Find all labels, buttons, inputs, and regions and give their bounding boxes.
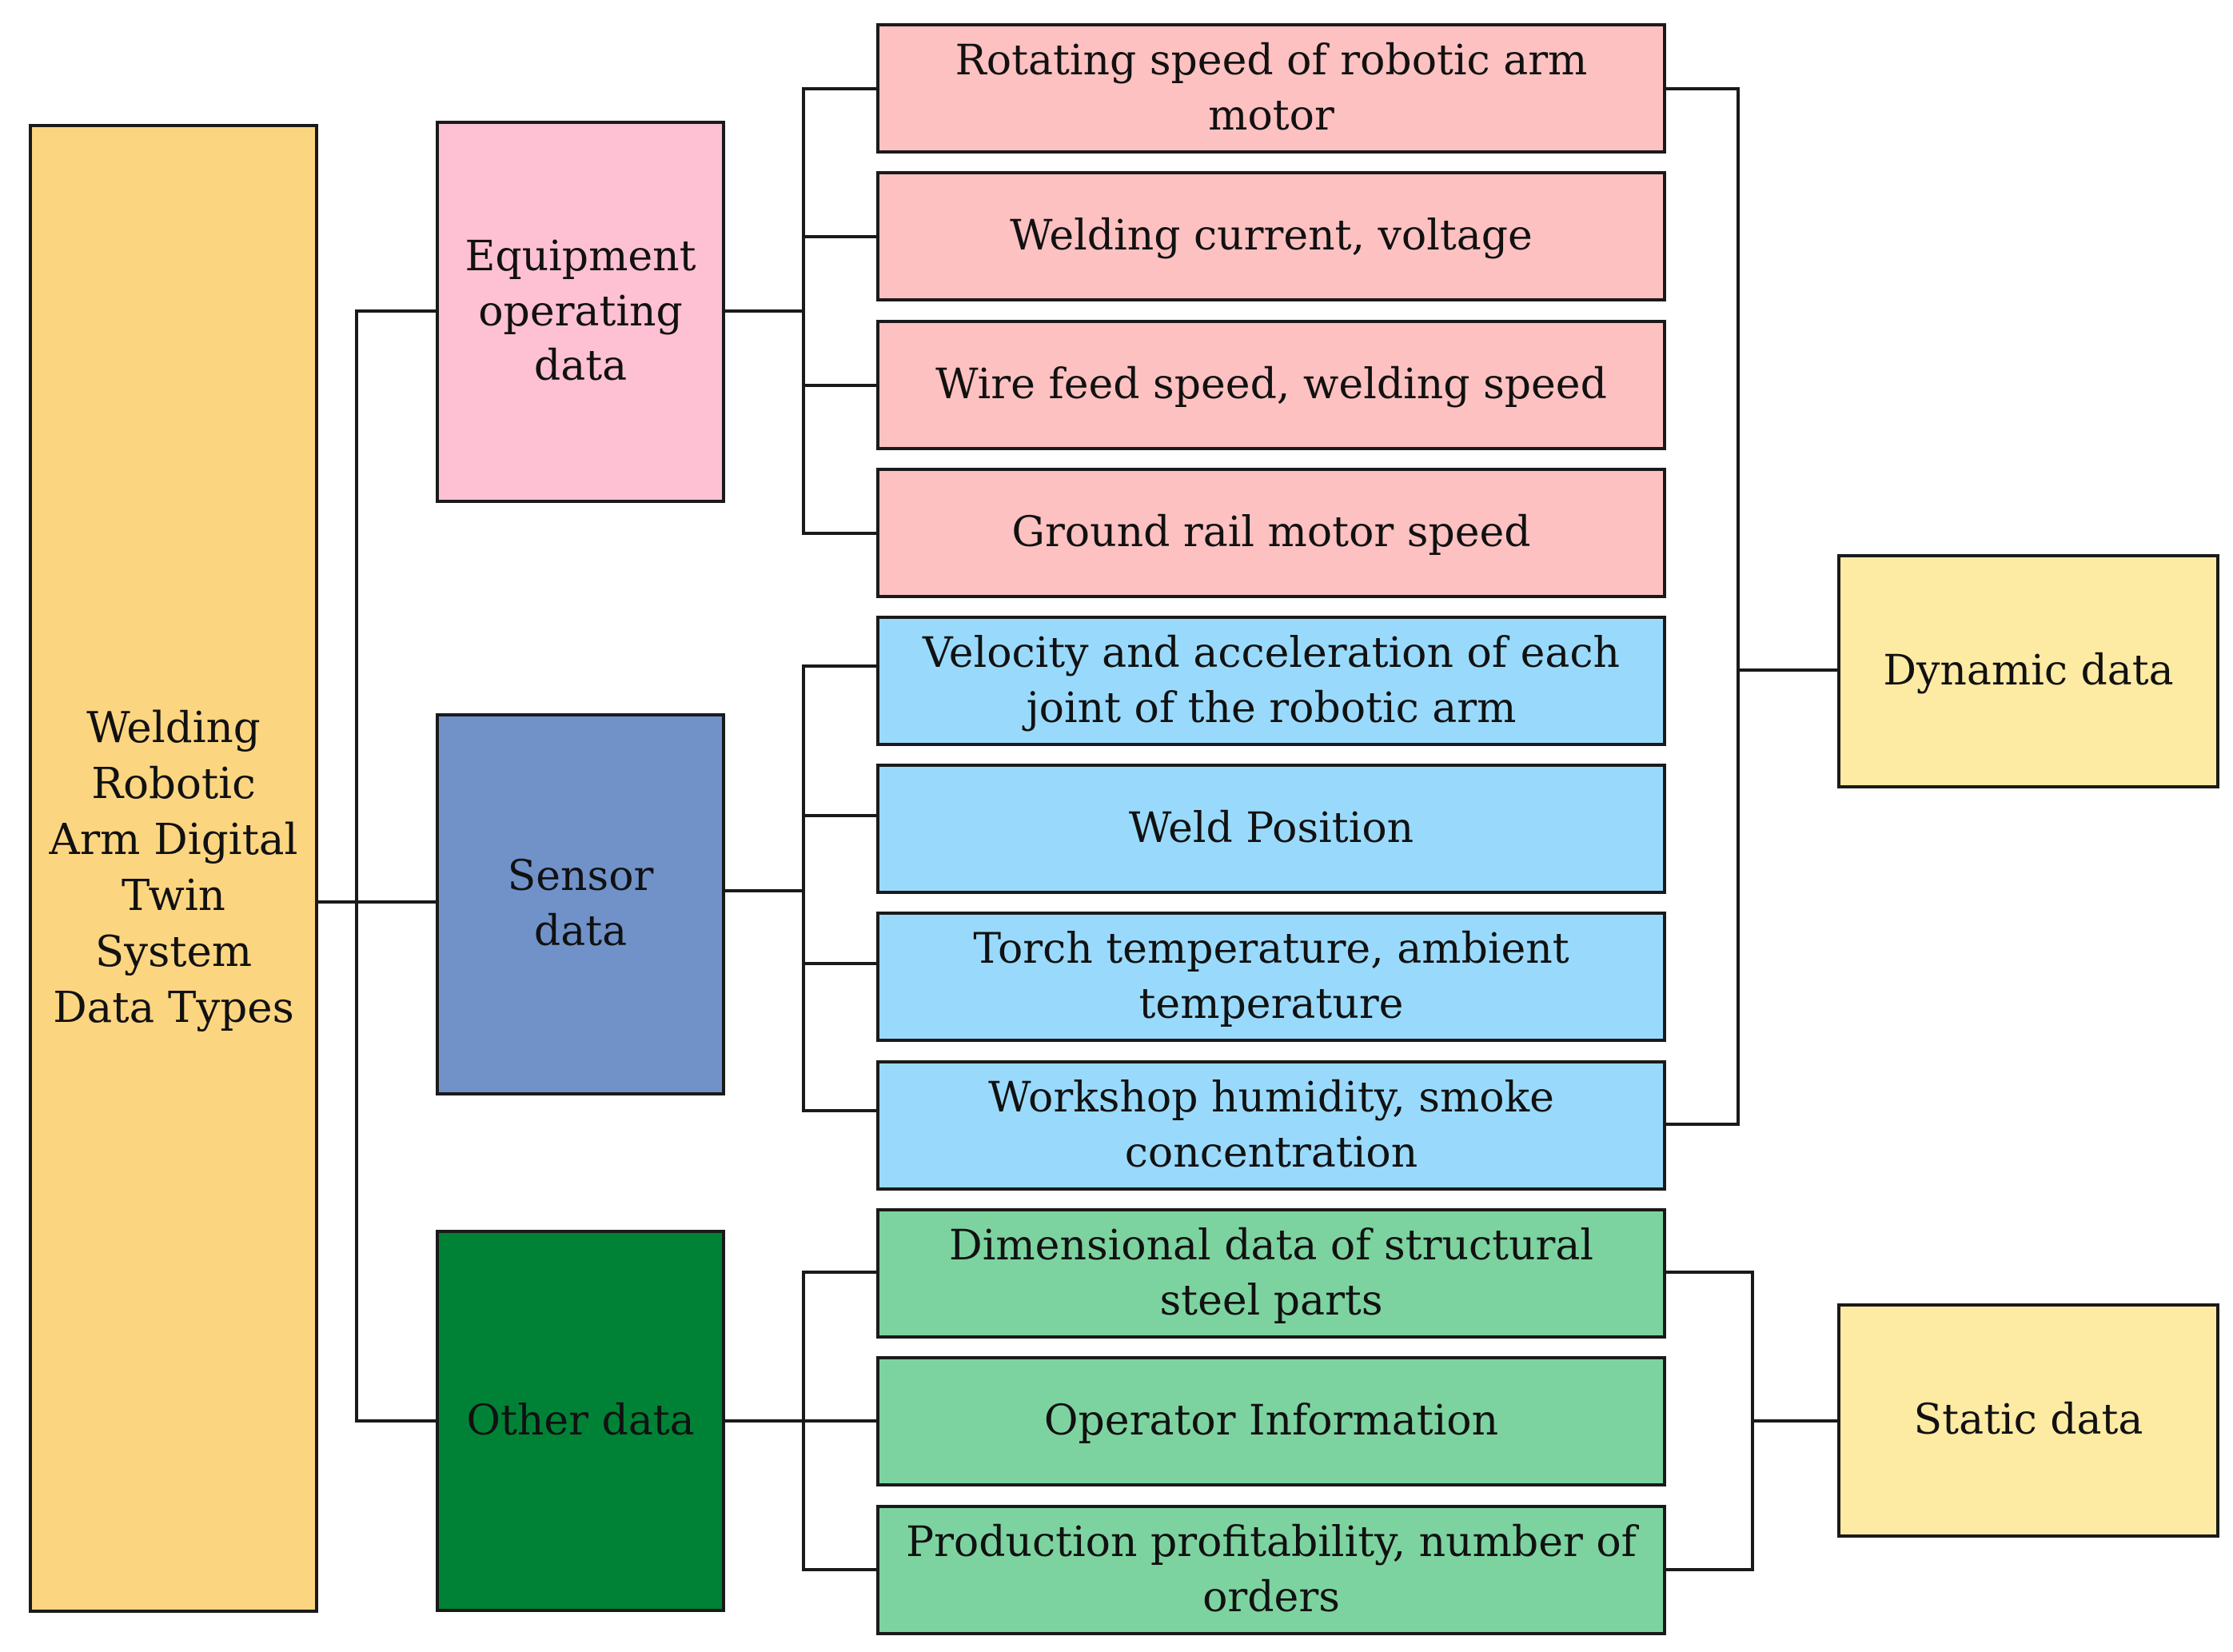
category-sensor-data: Sensor data xyxy=(436,713,725,1095)
equipment-item-motor-speed: Rotating speed of robotic arm motor xyxy=(876,23,1666,154)
category-equipment-label: Equipment operating data xyxy=(465,233,696,391)
group-dynamic-data: Dynamic data xyxy=(1837,554,2219,788)
sensor-item-label: Torch temperature, ambient temperature xyxy=(973,924,1569,1028)
sensor-item-label: Velocity and acceleration of each joint … xyxy=(923,628,1620,732)
sensor-item-weld-position: Weld Position xyxy=(876,764,1666,894)
root-label: Welding Robotic Arm Digital Twin System … xyxy=(49,704,298,1032)
sensor-item-label: Weld Position xyxy=(1128,804,1414,853)
sensor-item-temperature: Torch temperature, ambient temperature xyxy=(876,912,1666,1042)
group-dynamic-label: Dynamic data xyxy=(1883,647,2174,696)
other-item-label: Dimensional data of structural steel par… xyxy=(949,1221,1593,1325)
equipment-item-label: Welding current, voltage xyxy=(1010,212,1533,261)
root-box: Welding Robotic Arm Digital Twin System … xyxy=(29,124,318,1613)
sensor-item-joint-velocity: Velocity and acceleration of each joint … xyxy=(876,616,1666,746)
equipment-item-current-voltage: Welding current, voltage xyxy=(876,171,1666,301)
equipment-item-label: Wire feed speed, welding speed xyxy=(935,361,1607,409)
equipment-item-label: Ground rail motor speed xyxy=(1011,509,1531,557)
category-other-data: Other data xyxy=(436,1230,725,1612)
category-other-label: Other data xyxy=(466,1396,695,1445)
sensor-item-humidity-smoke: Workshop humidity, smoke concentration xyxy=(876,1060,1666,1191)
equipment-item-label: Rotating speed of robotic arm motor xyxy=(955,36,1588,140)
category-sensor-label: Sensor data xyxy=(507,852,654,956)
other-item-label: Operator Information xyxy=(1043,1397,1499,1446)
other-item-operator-information: Operator Information xyxy=(876,1356,1666,1486)
sensor-item-label: Workshop humidity, smoke concentration xyxy=(988,1073,1554,1177)
other-item-label: Production profitability, number of orde… xyxy=(906,1518,1637,1622)
other-item-dimensional-data: Dimensional data of structural steel par… xyxy=(876,1208,1666,1339)
equipment-item-rail-motor-speed: Ground rail motor speed xyxy=(876,468,1666,598)
other-item-production-orders: Production profitability, number of orde… xyxy=(876,1505,1666,1635)
category-equipment-operating-data: Equipment operating data xyxy=(436,121,725,503)
group-static-label: Static data xyxy=(1913,1396,2143,1445)
equipment-item-feed-speed: Wire feed speed, welding speed xyxy=(876,320,1666,450)
group-static-data: Static data xyxy=(1837,1303,2219,1538)
